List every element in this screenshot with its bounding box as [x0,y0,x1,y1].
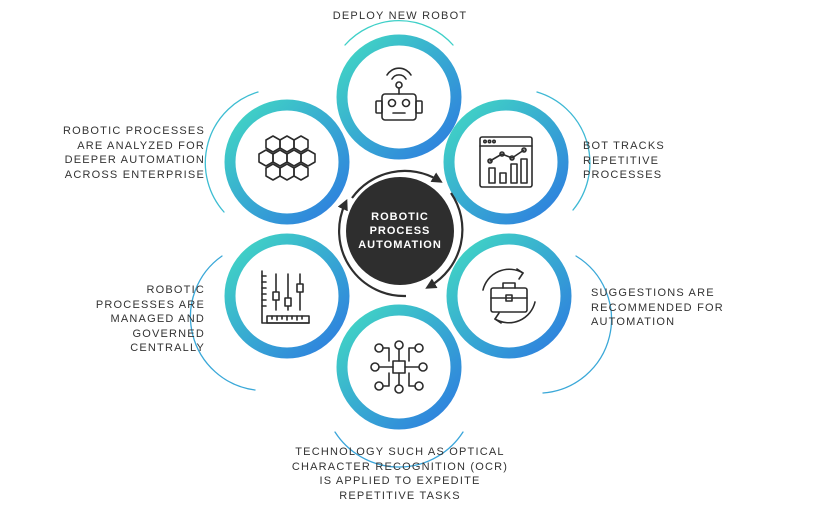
label-managed-centrally: ROBOTIC PROCESSES ARE MANAGED AND GOVERN… [95,284,205,354]
ring-tracks [443,99,569,225]
arc-suggest [542,255,613,394]
label-suggestions: SUGGESTIONS ARE RECOMMENDED FOR AUTOMATI… [591,287,724,328]
arc-ocr [334,431,464,468]
hexagon-cluster-icon [258,135,316,181]
label-bot-tracks: BOT TRACKS REPETITIVE PROCESSES [583,140,665,181]
briefcase-cycle-icon [482,268,536,324]
arc-deploy [344,19,454,46]
label-ocr-technology: TECHNOLOGY SUCH AS OPTICAL CHARACTER REC… [291,446,509,502]
robot-icon [375,67,423,121]
arc-tracks [536,91,591,211]
control-sliders-icon [261,270,310,324]
cycle-arrow-left [337,198,407,298]
network-nodes-icon [370,340,428,394]
label-analyzed-enterprise: ROBOTIC PROCESSES ARE ANALYZED FOR DEEPE… [62,125,205,181]
ring-deploy [336,34,462,160]
arc-managed [189,255,256,391]
core-circle [346,177,454,285]
arc-analyzed [204,91,259,213]
rings [224,34,572,430]
ring-managed [224,233,350,359]
ring-ocr [336,304,462,430]
cycle-arrow-top [351,169,443,199]
outer-arcs [189,19,613,468]
center-title: ROBOTIC PROCESS AUTOMATION [358,211,442,251]
center-core [337,169,464,298]
cycle-arrow-right [425,192,464,289]
analytics-chart-icon [479,136,533,188]
label-deploy-new-robot: DEPLOY NEW ROBOT [332,10,468,22]
ring-suggest [446,233,572,359]
